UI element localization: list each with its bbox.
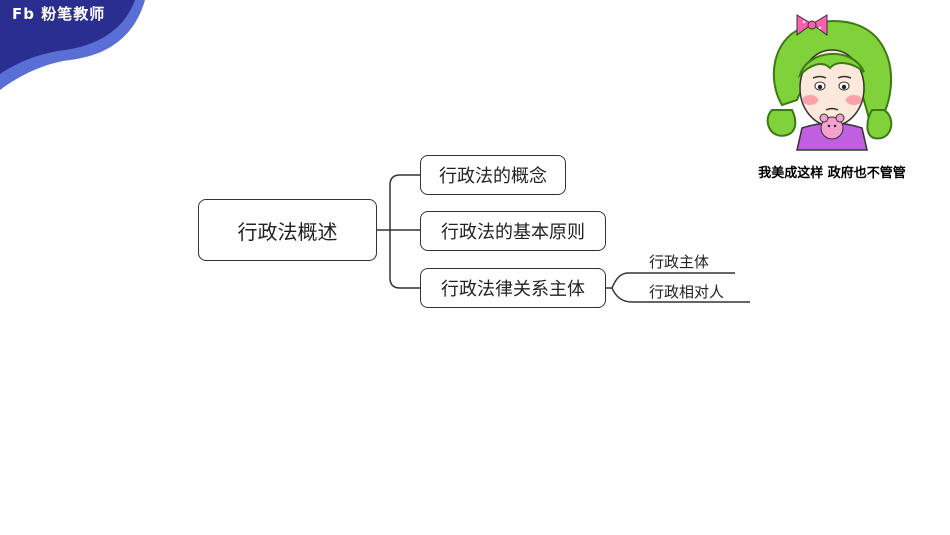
brand-logo-mark: Fb [12, 5, 35, 23]
brand-corner-shape [0, 0, 145, 90]
brand-logo-text: 粉笔教师 [41, 5, 106, 23]
mindmap-child-node: 行政法的概念 [420, 155, 566, 195]
cartoon-girl-sticker-icon [766, 14, 893, 151]
mindmap-root-node: 行政法概述 [198, 199, 377, 261]
sticker-caption: 我美成这样 政府也不管管 [758, 166, 906, 181]
connector-leaf-1 [611, 272, 735, 289]
connector-trunk-bottom [389, 230, 420, 289]
brand-logo: Fb 粉笔教师 [12, 3, 105, 24]
mindmap-child-node: 行政法律关系主体 [420, 268, 606, 308]
mindmap-child-node: 行政法的基本原则 [420, 211, 606, 251]
connector-trunk-top [389, 174, 420, 230]
mindmap-leaf: 行政主体 [649, 253, 710, 271]
mindmap-leaf: 行政相对人 [649, 283, 725, 301]
connector-leaf-2 [611, 287, 750, 303]
